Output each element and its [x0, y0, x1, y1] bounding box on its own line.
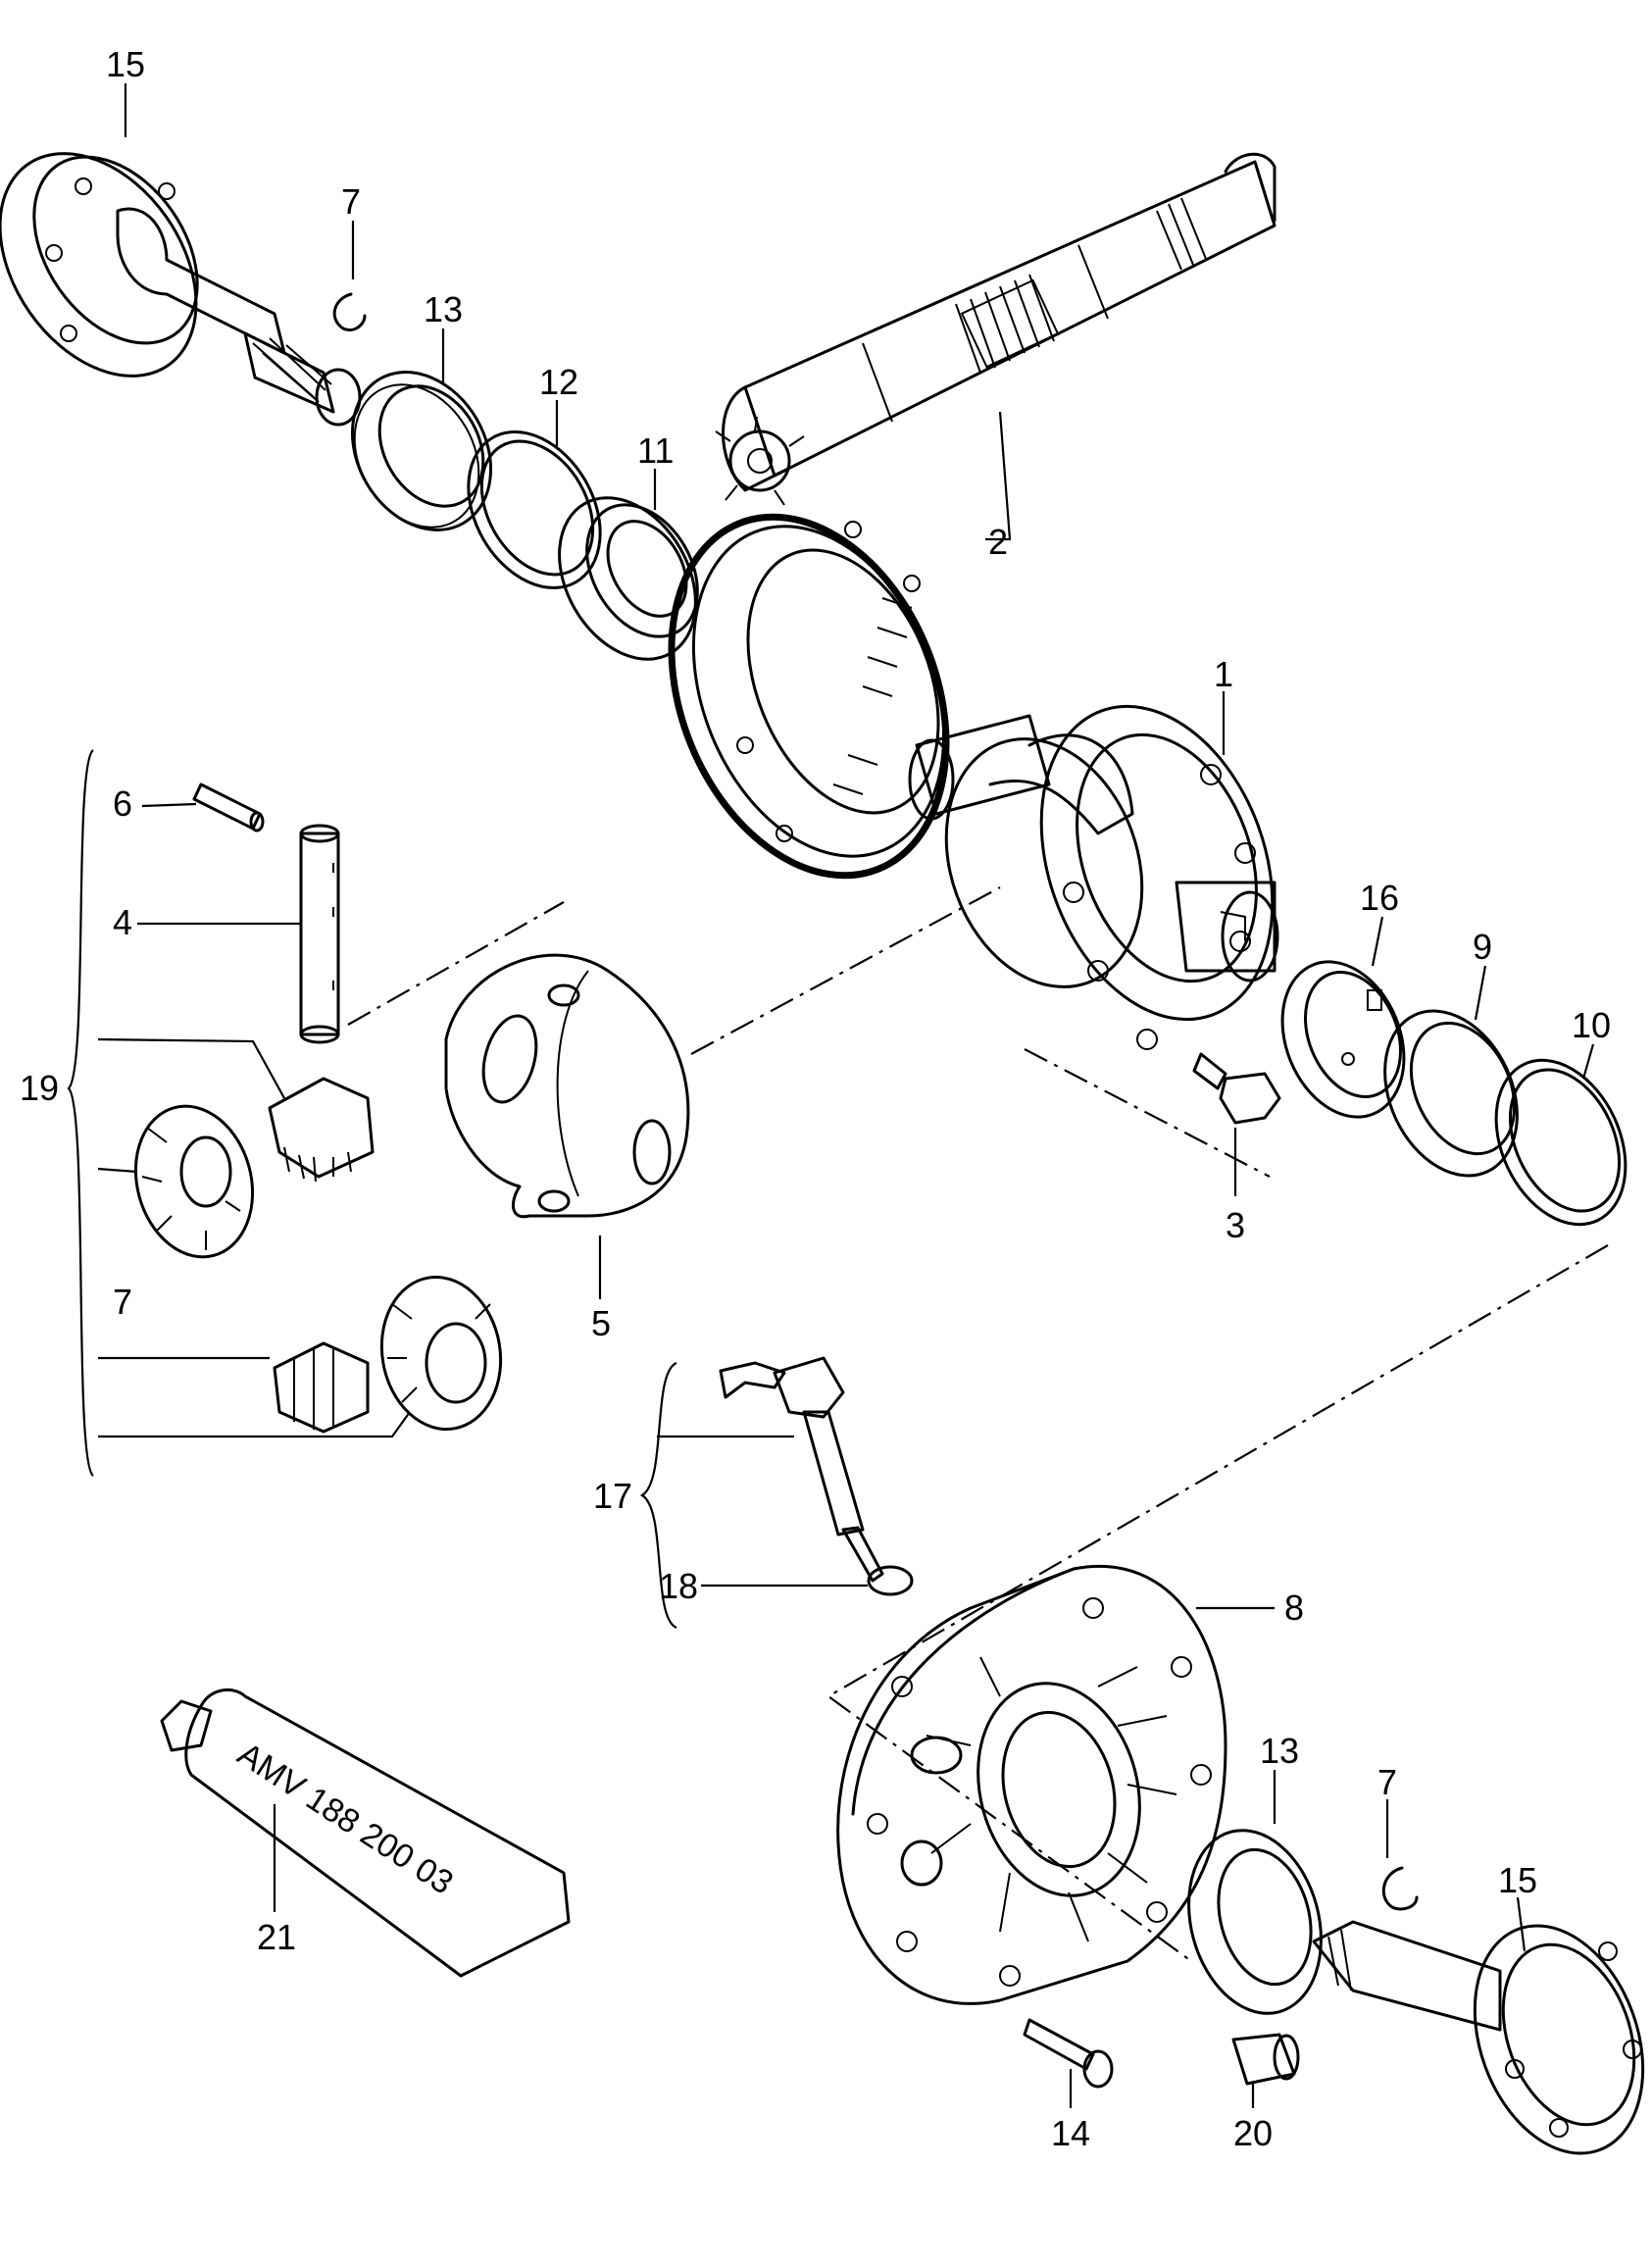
sealant-tube-21: [160, 1688, 571, 1978]
oil-seal-top: [350, 371, 493, 531]
callout-13-bottom: 13: [1260, 1731, 1299, 1771]
callout-10: 10: [1572, 1005, 1611, 1045]
output-flange-bottom: [1312, 1920, 1645, 2155]
callout-labels: 15 7 13 12 11 2 1 16 9 10 3 6 4 19 7 5 1…: [20, 44, 1611, 2153]
bearing-outer-race-9: [1383, 1009, 1519, 1178]
callout-6: 6: [113, 783, 132, 824]
callout-14: 14: [1051, 2113, 1090, 2153]
assembly-axis-line: [347, 886, 1609, 1962]
speed-sensor-17: [719, 1356, 884, 1583]
callout-17: 17: [593, 1476, 632, 1516]
leader-lines: [67, 83, 1595, 2108]
callout-20: 20: [1233, 2113, 1273, 2153]
plug-20: [1231, 2033, 1300, 2086]
callout-4: 4: [113, 902, 132, 942]
callout-3: 3: [1226, 1205, 1245, 1245]
callout-7-top: 7: [341, 181, 361, 222]
callout-15-bottom: 15: [1498, 1860, 1537, 1900]
callout-18: 18: [659, 1566, 698, 1606]
shim-ring-12: [467, 430, 602, 589]
bolt-14: [1023, 2018, 1114, 2089]
callout-9: 9: [1473, 927, 1492, 967]
bearing-inner-race-16: [1280, 960, 1406, 1119]
callout-7-mid: 7: [113, 1282, 132, 1322]
callout-16: 16: [1360, 878, 1399, 918]
sun-gear-right: [379, 1275, 503, 1432]
differential-housing: [908, 704, 1279, 1050]
sealant-tube-label: AMV 188 200 03: [231, 1736, 460, 1902]
shim-ring-10: [1494, 1058, 1627, 1227]
differential-pin-4: [299, 824, 340, 1044]
differential-cover-8: [836, 1565, 1227, 2005]
callout-15-top: 15: [106, 44, 145, 84]
callout-2: 2: [988, 522, 1008, 562]
callout-5: 5: [591, 1303, 611, 1343]
crown-wheel-ring-gear: [668, 513, 950, 880]
roll-pin-6: [192, 782, 265, 832]
callout-13-top: 13: [424, 289, 463, 329]
callout-11: 11: [637, 430, 674, 471]
callout-8: 8: [1284, 1588, 1304, 1628]
circlip-bottom: [1381, 1866, 1419, 1911]
output-flange-top: [0, 152, 362, 427]
callout-7-bottom: 7: [1377, 1762, 1397, 1802]
callout-19: 19: [20, 1068, 59, 1108]
callout-21: 21: [257, 1917, 296, 1957]
circlip-top: [332, 292, 367, 331]
planet-gear-lower: [273, 1341, 370, 1434]
o-ring-18: [867, 1565, 914, 1596]
drive-pinion-shaft: [715, 152, 1277, 506]
differential-cage-5: [444, 953, 690, 1219]
callout-1: 1: [1214, 654, 1233, 694]
planet-gear-upper: [268, 1077, 375, 1183]
sun-gear-left: [133, 1104, 255, 1259]
oil-seal-bottom: [1187, 1829, 1323, 2015]
callout-12: 12: [539, 362, 578, 402]
hex-bolt-3: [1192, 1052, 1281, 1125]
